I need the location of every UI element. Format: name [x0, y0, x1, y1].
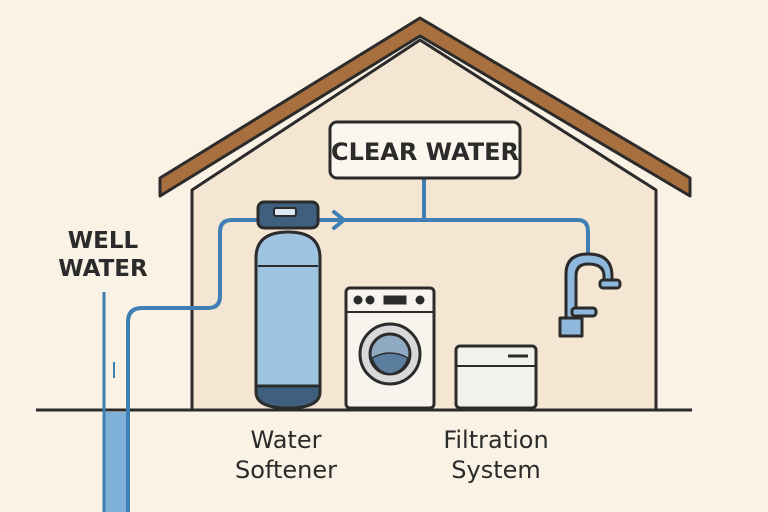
washing-machine-icon [344, 286, 436, 410]
softener-body [254, 230, 322, 410]
faucet-nozzle [598, 278, 622, 290]
washer-door-water [371, 352, 409, 375]
well-to-softener-pipe [126, 218, 258, 512]
filtration-system-label-line2: System [451, 456, 541, 484]
flow-arrow-icon [332, 210, 346, 230]
water-pipes [126, 176, 590, 512]
well-water-column [104, 412, 130, 512]
washer-knob [353, 295, 363, 305]
faucet-base [558, 316, 584, 338]
well-water-label-line2: WATER [58, 256, 148, 282]
faucet-handle [570, 306, 598, 318]
water-softener-label-line1: Water [251, 426, 322, 454]
softener-bottom [254, 384, 322, 410]
clear-water-label: CLEAR WATER [331, 138, 519, 166]
faucet-icon [558, 252, 622, 338]
well-water-label-line1: WELL [68, 228, 139, 254]
well-shaft [102, 292, 130, 512]
filtration-unit-icon [454, 344, 538, 410]
house-roof [158, 16, 692, 198]
softener-head-window [273, 207, 297, 217]
clear-water-box [328, 120, 522, 180]
washer-knob [365, 295, 375, 305]
water-softener-tank-icon [254, 200, 322, 410]
filtration-unit-body [454, 344, 538, 410]
water-softener-label-line2: Softener [235, 456, 337, 484]
washer-display [383, 295, 407, 305]
filtration-system-label-line1: Filtration [443, 426, 548, 454]
main-supply-pipe [316, 218, 590, 258]
washer-knob [415, 295, 425, 305]
